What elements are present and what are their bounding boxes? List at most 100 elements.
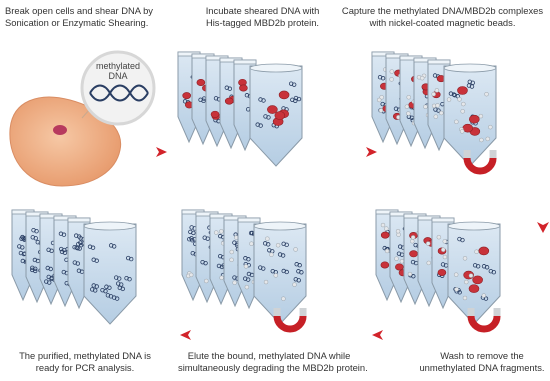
mbd2b-protein <box>410 251 418 257</box>
magnetic-bead <box>400 259 404 263</box>
magnetic-bead <box>233 281 237 285</box>
magnetic-bead <box>463 256 467 260</box>
magnetic-bead <box>381 223 385 227</box>
magnetic-bead <box>220 276 224 280</box>
mbd2b-protein <box>473 276 483 284</box>
magnetic-bead <box>410 239 414 243</box>
magnetic-bead <box>245 285 249 289</box>
magnetic-bead <box>204 279 208 283</box>
magnetic-bead <box>269 253 273 257</box>
magnetic-bead <box>427 261 431 265</box>
magnetic-bead <box>436 103 440 107</box>
mbd2b-protein <box>395 264 403 270</box>
magnetic-bead <box>264 280 268 284</box>
magnetic-bead <box>408 272 412 276</box>
step5-tubes <box>182 210 307 329</box>
mbd2b-protein <box>457 86 467 94</box>
magnetic-bead <box>390 77 394 81</box>
magnetic-bead <box>230 250 234 254</box>
step5-caption: Elute the bound, methylated DNA whilesim… <box>178 350 360 374</box>
step2-caption: Incubate sheared DNA withHis-tagged MBD2… <box>190 5 335 29</box>
magnetic-bead <box>464 280 468 284</box>
arrow-step4-to-5 <box>372 330 383 340</box>
arrow-step1-to-2 <box>156 147 167 157</box>
magnetic-bead <box>293 283 297 287</box>
magnetic-bead <box>265 237 269 241</box>
magnetic-bead <box>454 120 458 124</box>
callout-label-line1: methylated <box>96 61 140 71</box>
magnetic-bead <box>460 129 464 133</box>
magnetic-bead <box>396 229 400 233</box>
magnetic-bead <box>439 111 443 115</box>
cell-nucleus <box>53 125 67 135</box>
mbd2b-protein <box>479 247 489 255</box>
magnetic-bead <box>219 229 223 233</box>
magnetic-bead <box>411 235 415 239</box>
magnetic-bead <box>443 239 447 243</box>
step6-caption: The purified, methylated DNA isready for… <box>10 350 160 374</box>
mbd2b-protein <box>438 269 446 275</box>
mbd2b-protein <box>183 92 191 98</box>
arrow-step5-to-6 <box>180 330 191 340</box>
magnetic-bead <box>461 102 465 106</box>
magnetic-bead <box>405 105 409 109</box>
magnetic-bead <box>461 109 465 113</box>
magnetic-bead <box>482 294 486 298</box>
magnetic-bead <box>437 235 441 239</box>
cell-illustration: methylated DNA <box>10 52 154 186</box>
mbd2b-protein <box>197 79 205 85</box>
tube-front <box>84 222 136 324</box>
tube-front <box>250 64 302 166</box>
step1-caption: Break open cells and shear DNA bySonicat… <box>5 5 145 29</box>
magnetic-bead <box>455 287 459 291</box>
magnetic-bead <box>384 227 388 231</box>
magnetic-bead <box>432 92 436 96</box>
step2-tubes <box>178 52 302 166</box>
mbd2b-protein <box>469 285 479 293</box>
magnetic-bead <box>469 274 473 278</box>
mbd2b-protein <box>267 106 277 114</box>
magnetic-bead <box>420 76 424 80</box>
magnetic-bead <box>294 247 298 251</box>
magnetic-bead <box>281 297 285 301</box>
magnetic-bead <box>394 257 398 261</box>
magnetic-bead <box>447 98 451 102</box>
mbd2b-protein <box>225 98 233 104</box>
magnetic-bead <box>385 249 389 253</box>
magnetic-bead <box>435 88 439 92</box>
mbd2b-protein <box>381 262 389 268</box>
arrow-step2-to-3 <box>366 147 377 157</box>
mbd2b-protein <box>469 115 479 123</box>
magnetic-bead <box>379 108 383 112</box>
mbd2b-protein <box>381 232 389 238</box>
magnetic-bead <box>463 296 467 300</box>
arrow-step3-to-4-icon <box>537 222 549 233</box>
magnetic-bead <box>441 248 445 252</box>
magnetic-bead <box>488 125 492 129</box>
magnetic-bead <box>244 264 248 268</box>
magnetic-bead <box>486 137 490 141</box>
magnetic-bead <box>230 258 234 262</box>
magnetic-bead <box>479 114 483 118</box>
magnetic-bead <box>274 273 278 277</box>
step3-tubes <box>372 52 497 171</box>
mbd2b-protein <box>239 85 247 91</box>
magnetic-bead <box>214 231 218 235</box>
magnetic-bead <box>423 105 427 109</box>
mbd2b-protein <box>275 112 285 120</box>
mbd2b-protein <box>279 91 289 99</box>
magnetic-bead <box>479 138 483 142</box>
magnetic-bead <box>189 273 193 277</box>
magnetic-bead <box>406 112 410 116</box>
magnetic-bead <box>276 243 280 247</box>
step6-tubes <box>12 210 136 324</box>
magnetic-bead <box>377 98 381 102</box>
magnetic-bead <box>407 95 411 99</box>
step3-caption: Capture the methylated DNA/MBD2b complex… <box>340 5 545 29</box>
magnetic-bead <box>485 92 489 96</box>
magnetic-bead <box>249 242 253 246</box>
magnetic-bead <box>457 97 461 101</box>
magnetic-bead <box>426 242 430 246</box>
